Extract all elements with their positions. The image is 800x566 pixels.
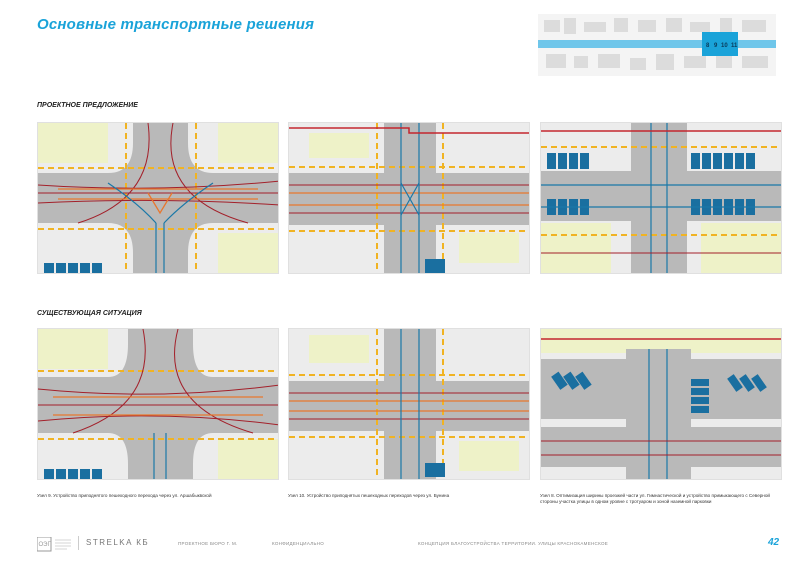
section-title-existing: СУЩЕСТВУЮЩАЯ СИТУАЦИЯ (37, 310, 142, 317)
plan-node-10-proposed (288, 122, 530, 274)
footer-confidential: КОНФИДЕНЦИАЛЬНО (272, 541, 325, 546)
minimap-label-9: 9 (714, 43, 718, 49)
minimap-label-11: 11 (731, 43, 738, 49)
caption-node-10: Узел 10. Устройство приподнятых пешеходн… (288, 493, 450, 498)
plan-node-10-existing (288, 328, 530, 480)
plan-node-9-proposed (37, 122, 279, 274)
footer-author: ПРОЕКТНОЕ БЮРО Г. М. (178, 541, 238, 546)
svg-text:ОЭП: ОЭП (39, 542, 52, 548)
strelka-logo: STRELKA КБ (86, 538, 150, 547)
caption-node-8: Узел 8. Оптимизация ширины проезжей част… (540, 493, 770, 504)
plan-node-8-existing (540, 328, 782, 480)
minimap-label-8: 8 (706, 43, 710, 49)
page-title: Основные транспортные решения (37, 16, 315, 33)
caption-node-9: Узел 9. Устройство приподнятого пешеходн… (37, 493, 212, 498)
footer-project: КОНЦЕПЦИЯ БЛАГОУСТРОЙСТВА ТЕРРИТОРИИ. УЛ… (418, 541, 609, 546)
page-number: 42 (768, 537, 780, 548)
plan-node-8-proposed (540, 122, 782, 274)
section-title-proposed: ПРОЕКТНОЕ ПРЕДЛОЖЕНИЕ (37, 102, 138, 109)
minimap-label-10: 10 (721, 43, 728, 49)
footer-divider (78, 536, 79, 550)
location-minimap: 8 9 10 11 (538, 14, 776, 76)
plan-node-9-existing (37, 328, 279, 480)
oep-logo: ОЭП (36, 536, 73, 558)
